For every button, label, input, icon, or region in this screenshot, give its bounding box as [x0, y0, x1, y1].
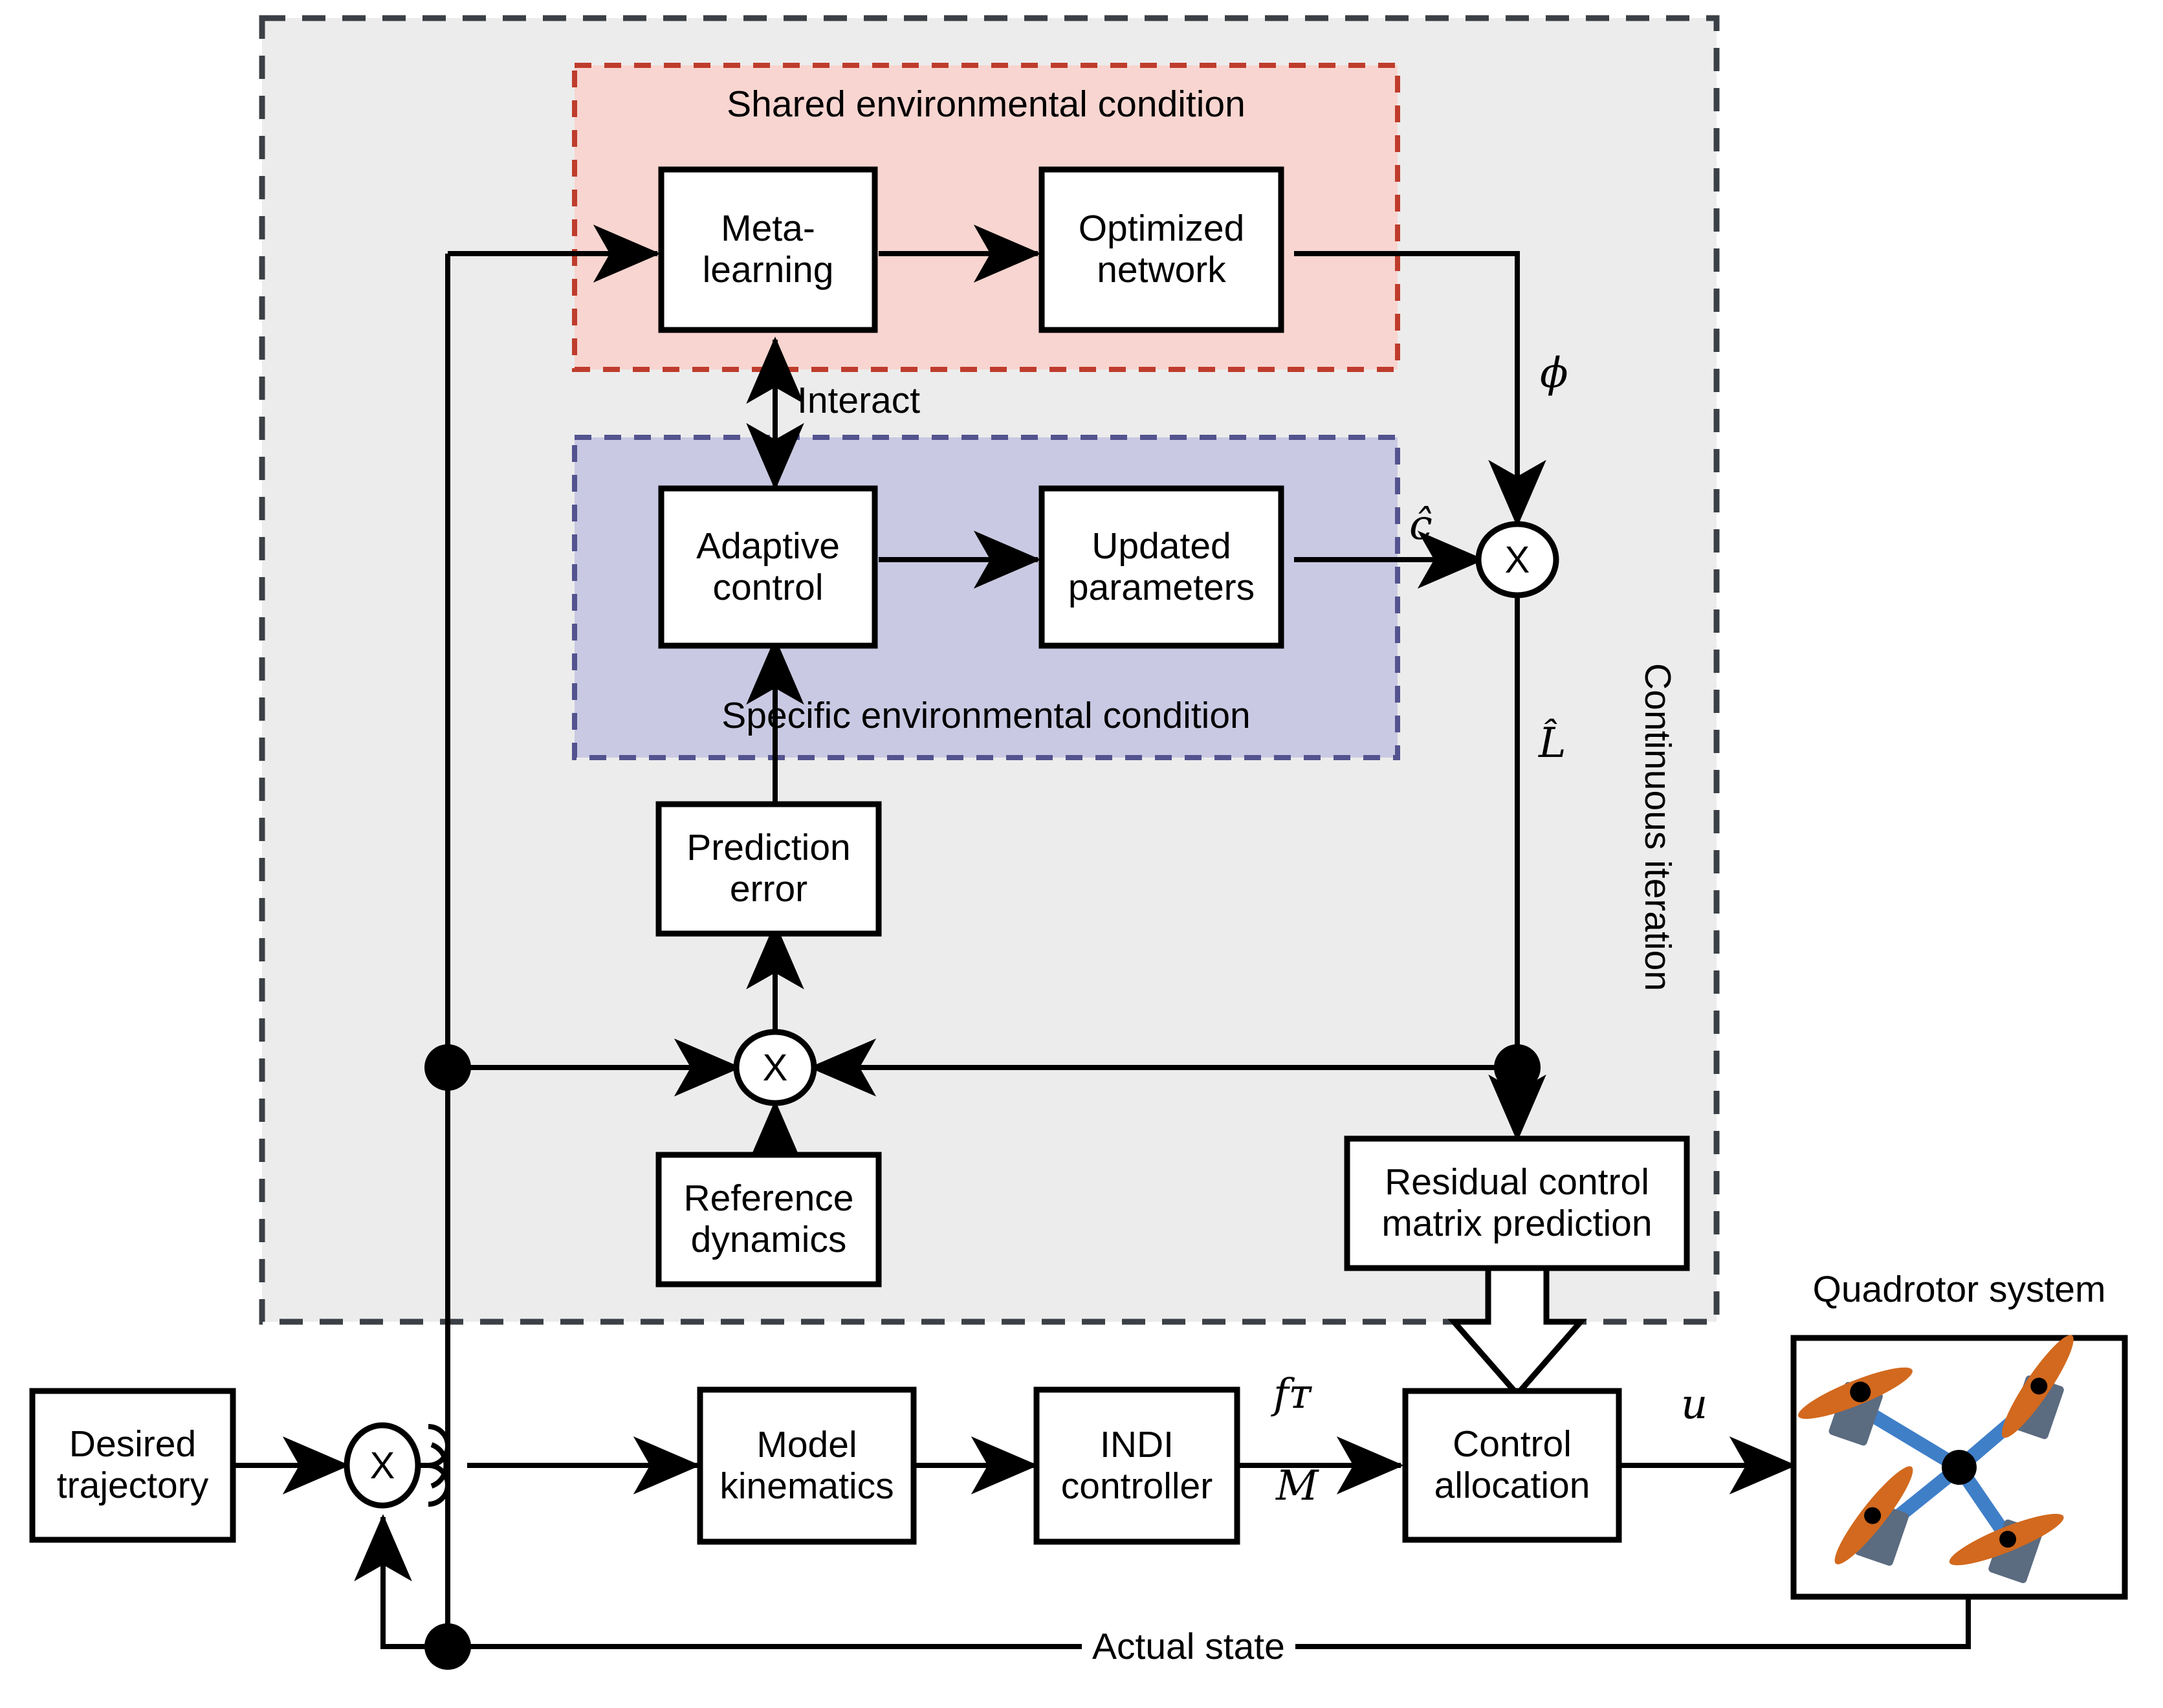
interact-label: Interact	[797, 380, 921, 421]
L-hat-label: L̂	[1539, 719, 1566, 767]
block-arrow-residual-to-allocation	[1447, 1265, 1587, 1399]
phi-label: ϕ	[1540, 349, 1568, 397]
block-label-prediction-error: Prediction error	[659, 804, 879, 934]
continuous-iteration-label: Continuous iteration	[1637, 663, 1678, 991]
multiply-symbol-bottom: X	[369, 1444, 395, 1487]
indi-controller-line2: controller	[1060, 1465, 1213, 1507]
block-optimized-network	[1038, 166, 1284, 333]
block-label-updated-parameters: Updated parameters	[1042, 488, 1281, 646]
block-updated-parameters	[1038, 485, 1284, 649]
block-control-allocation	[1402, 1388, 1622, 1543]
multiply-node-middle	[733, 1029, 817, 1106]
actual-state-label: Actual state	[1088, 1625, 1289, 1668]
junction-dot-feedback	[424, 1623, 471, 1670]
block-residual-control	[1344, 1135, 1690, 1271]
block-label-reference-dynamics: Reference dynamics	[659, 1155, 879, 1284]
quadrotor-caption: Quadrotor system	[1812, 1269, 2106, 1310]
optimized-network-line2: network	[1097, 249, 1226, 290]
block-label-residual-control: Residual control matrix prediction	[1347, 1139, 1687, 1268]
moment-label: M	[1276, 1462, 1319, 1510]
updated-parameters-line2: parameters	[1068, 566, 1255, 608]
control-allocation-line1: Control	[1453, 1423, 1572, 1465]
block-meta-learning	[658, 166, 878, 333]
block-model-kinematics	[697, 1386, 917, 1545]
block-label-control-allocation: Control allocation	[1405, 1391, 1619, 1540]
block-desired-trajectory	[29, 1388, 236, 1543]
c-hat-label: ĉ	[1409, 501, 1433, 549]
adaptive-control-line1: Adaptive	[696, 525, 840, 567]
block-label-model-kinematics: Model kinematics	[700, 1390, 914, 1542]
residual-control-line2: matrix prediction	[1381, 1203, 1652, 1244]
adaptive-control-line2: control	[712, 566, 824, 608]
wire-optimized-to-mult	[1294, 251, 1546, 527]
block-label-desired-trajectory: Desired trajectory	[32, 1391, 233, 1540]
block-label-meta-learning: Meta- learning	[661, 170, 875, 330]
model-kinematics-line1: Model	[756, 1423, 857, 1465]
desired-trajectory-line1: Desired	[69, 1423, 197, 1465]
multiply-symbol-middle: X	[762, 1046, 788, 1089]
block-prediction-error	[655, 801, 882, 937]
specific-environment-label: Specific environmental condition	[721, 695, 1251, 736]
desired-trajectory-line2: trajectory	[56, 1465, 209, 1506]
indi-controller-line1: INDI	[1100, 1423, 1174, 1465]
reference-dynamics-line1: Reference	[683, 1177, 854, 1220]
wire-sum-to-model-kinematics	[418, 1427, 697, 1504]
junction-dot-right	[1494, 1044, 1541, 1091]
multiply-node-upper	[1475, 521, 1559, 598]
prediction-error-line2: error	[729, 868, 808, 910]
junction-dot-left	[424, 1044, 471, 1091]
shared-environment-label: Shared environmental condition	[727, 83, 1246, 125]
multiply-node-bottom	[344, 1422, 421, 1509]
multiply-symbol-upper: X	[1504, 538, 1530, 581]
meta-learning-line1: Meta-	[721, 208, 815, 250]
quadrotor-illustration	[1798, 1335, 2074, 1583]
wire-crossing-hop	[430, 1442, 449, 1489]
block-label-indi-controller: INDI controller	[1037, 1390, 1237, 1542]
updated-parameters-line1: Updated	[1092, 525, 1231, 567]
prediction-error-line1: Prediction	[686, 827, 851, 869]
thrust-label: fᴛ	[1273, 1370, 1312, 1418]
block-label-optimized-network: Optimized network	[1042, 170, 1281, 330]
control-input-label: u	[1681, 1381, 1708, 1429]
block-label-adaptive-control: Adaptive control	[661, 488, 875, 646]
block-indi-controller	[1033, 1386, 1240, 1545]
control-allocation-line2: allocation	[1434, 1465, 1590, 1506]
residual-control-line1: Residual control	[1385, 1161, 1649, 1203]
block-reference-dynamics	[655, 1152, 882, 1287]
optimized-network-line1: Optimized	[1078, 208, 1245, 250]
reference-dynamics-line2: dynamics	[690, 1219, 847, 1260]
block-adaptive-control	[658, 485, 878, 649]
meta-learning-line2: learning	[702, 249, 834, 290]
model-kinematics-line2: kinematics	[719, 1465, 894, 1507]
